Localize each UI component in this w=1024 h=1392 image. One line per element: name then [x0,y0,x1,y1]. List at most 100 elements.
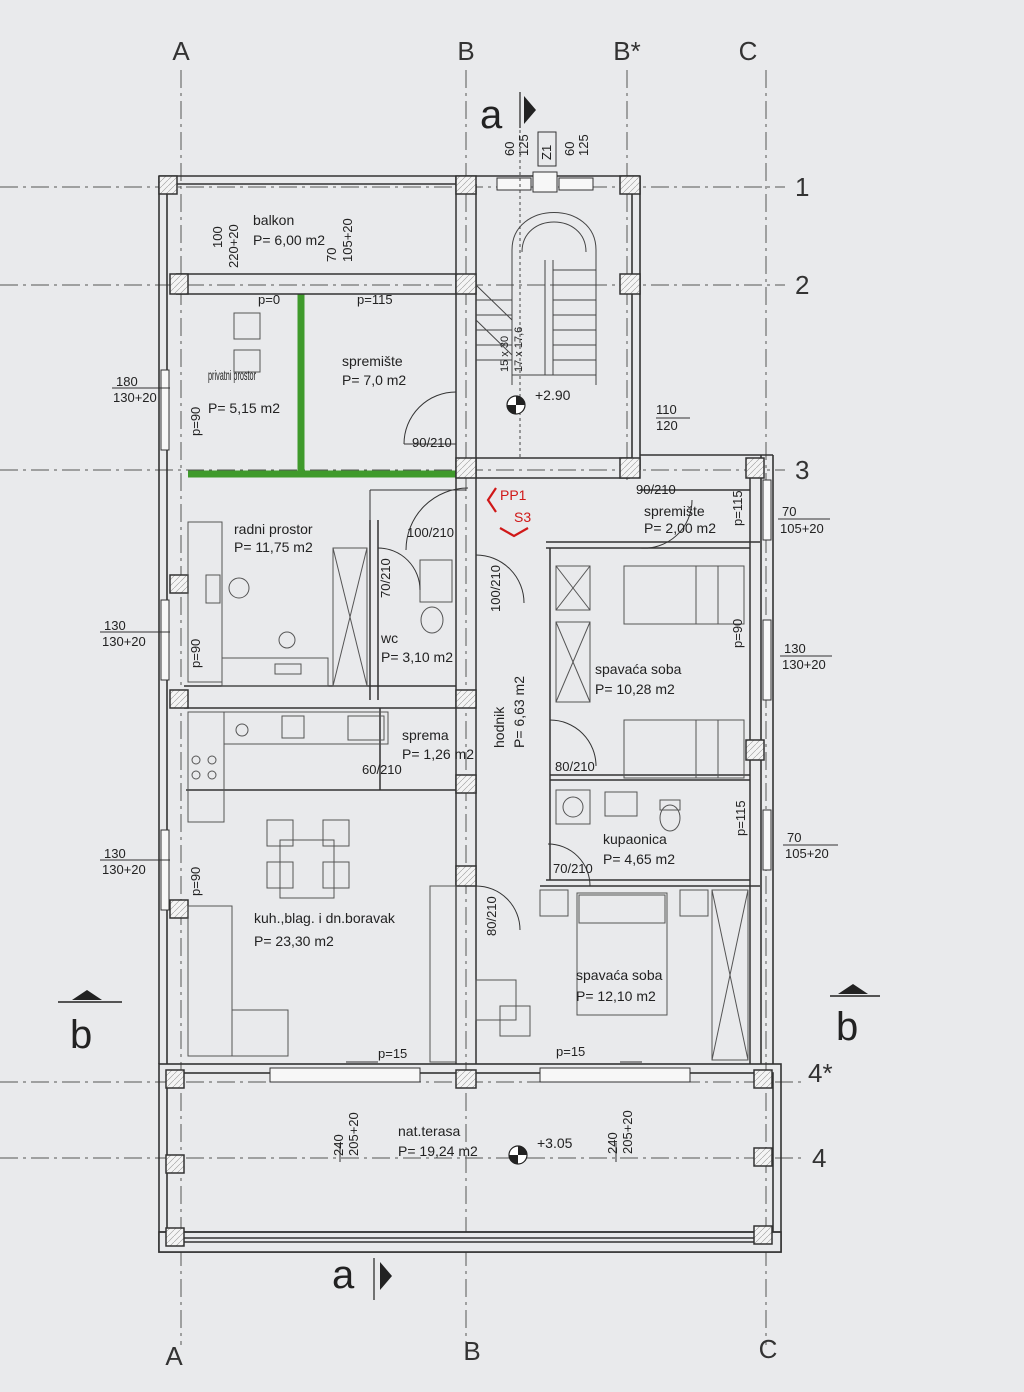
dim-text: 180 [116,374,138,389]
room-area: P= 19,24 m2 [398,1143,478,1159]
outer-walls [158,175,782,1253]
grid-row-4: 4 [812,1143,826,1173]
room-area: P= 11,75 m2 [234,539,313,555]
dim-text: 240 [605,1132,620,1154]
window-mark-box [537,131,557,167]
window-mark-z: Z1 [539,145,554,160]
red-markers [486,487,529,538]
section-a-bottom-label: a [332,1253,355,1297]
dim-text: 105+20 [340,218,355,262]
dim-text: 90/210 [636,482,676,497]
level-terrace: +3.05 [537,1135,573,1151]
dim-text: 120 [656,418,678,433]
dim-text: 130+20 [113,390,157,405]
dim-text: 205+20 [620,1110,635,1154]
dim-text: 205+20 [346,1112,361,1156]
dim-text: 80/210 [484,896,499,936]
dimension-leaders [100,387,838,1162]
dim-text: 125 [516,134,531,156]
dim-text: p=115 [730,490,745,526]
section-markers [58,92,880,1300]
room-area: P= 12,10 m2 [576,988,656,1004]
room-name: kuh.,blag. i dn.boravak [254,910,396,926]
dim-text: 105+20 [780,521,824,536]
dim-text: 70 [782,504,796,519]
stair-dim: 15 x 30 [499,336,511,372]
room-area: P= 4,65 m2 [603,851,675,867]
green-partition [188,294,466,478]
dim-text: 80/210 [555,759,595,774]
section-b-left-label: b [70,1013,92,1057]
dim-text: 60 [562,142,577,156]
room-area: P= 6,00 m2 [253,232,325,248]
marker-s: S3 [514,509,531,525]
room-name: spavaća soba [576,967,663,983]
grid-row-4star: 4* [808,1058,833,1088]
marker-pp: PP1 [500,487,527,503]
dimension-texts: 60 125 60 125 100 220+20 70 105+20 p=0 p… [102,134,829,1156]
grid-col-b-bottom: B [463,1336,480,1366]
grid-row-1: 1 [795,172,809,202]
grid-col-a-top: A [172,36,190,66]
room-name: balkon [253,212,294,228]
room-name: hodnik [491,706,507,748]
dim-text: p=15 [378,1046,407,1061]
dim-text: p=115 [733,800,748,836]
dim-text: 130+20 [782,657,826,672]
room-name: nat.terasa [398,1123,460,1139]
dim-text: 105+20 [785,846,829,861]
room-area: P= 10,28 m2 [595,681,675,697]
dim-text: 60 [502,142,517,156]
grid-row-2: 2 [795,270,809,300]
dim-text: 70 [324,248,339,262]
grid-col-bstar-top: B* [613,36,640,66]
dim-text: 70/210 [553,861,593,876]
grid-col-b-top: B [457,36,474,66]
dim-text: 90/210 [412,435,452,450]
stair-dim: 17 x 17,6 [513,327,525,372]
dim-text: 220+20 [226,224,241,268]
level-markers [506,395,528,1165]
room-area: P= 1,26 m2 [402,746,474,762]
room-area: P= 6,63 m2 [511,676,527,748]
section-b-right-label: b [836,1005,858,1049]
room-name: kupaonica [603,831,667,847]
dim-text: 100 [210,226,225,248]
grid-col-c-bottom: C [759,1334,778,1364]
dim-text: p=0 [258,292,280,307]
dim-text: 70/210 [378,558,393,598]
dim-text: p=115 [357,292,393,307]
room-name: spavaća soba [595,661,682,677]
dim-text: 125 [576,134,591,156]
room-area: P= 2,00 m2 [644,520,716,536]
grid-row-3: 3 [795,455,809,485]
room-area: P= 5,15 m2 [208,400,280,416]
room-area: P= 23,30 m2 [254,933,334,949]
dim-text: 130+20 [102,862,146,877]
room-name: spremište [644,503,705,519]
room-name: sprema [402,727,449,743]
section-a-top-label: a [480,93,503,137]
dim-text: 240 [331,1134,346,1156]
level-stair: +2.90 [535,387,571,403]
dim-text: 130 [104,618,126,633]
room-labels: balkon P= 6,00 m2 privatni prostor P= 5,… [208,212,716,1159]
room-area: P= 3,10 m2 [381,649,453,665]
room-name: radni prostor [234,521,313,537]
dim-text: 60/210 [362,762,402,777]
windows [160,171,772,1083]
dim-text: p=15 [556,1044,585,1059]
dim-text: 70 [787,830,801,845]
dim-text: 130 [104,846,126,861]
dim-text: 130+20 [102,634,146,649]
furniture [187,312,749,1063]
doors [369,391,693,931]
columns [158,175,773,1247]
dim-text: p=90 [188,867,203,896]
room-name: privatni prostor [208,367,256,383]
dim-text: 110 [656,402,677,417]
room-name: wc [380,630,398,646]
dim-text: 130 [784,641,806,656]
dim-text: p=90 [188,407,203,436]
